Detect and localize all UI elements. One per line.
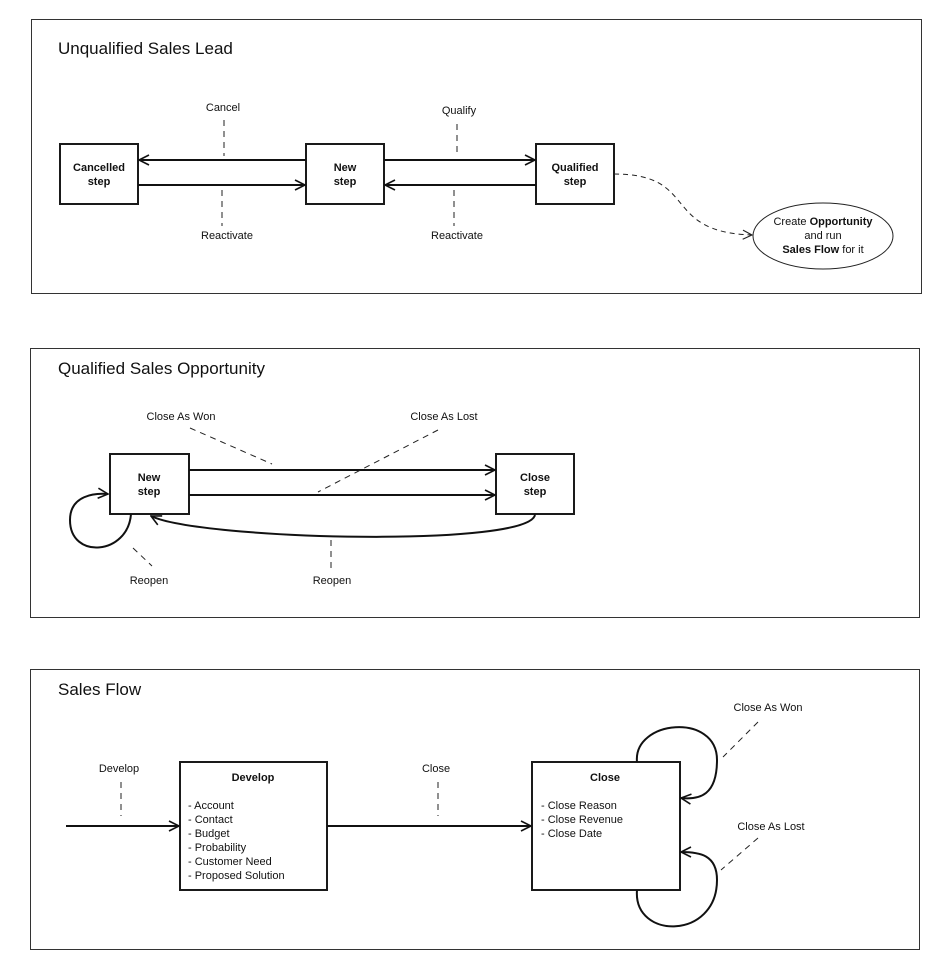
- panel-title: Sales Flow: [58, 680, 142, 699]
- cancelled-step-box: Cancelled step: [59, 143, 139, 205]
- field-list-item: - Close Reason: [541, 800, 617, 812]
- qualify-label: Qualify: [442, 105, 477, 117]
- note-line1-bold: Opportunity: [810, 216, 874, 228]
- create-opportunity-connector: [613, 173, 752, 235]
- develop-field-list: - Account - Contact - Budget - Probability -…: [188, 800, 285, 882]
- close-as-lost-label: Close As Lost: [410, 411, 477, 423]
- field-list-item: - Customer Need: [188, 856, 272, 868]
- close-as-lost-label: Close As Lost: [737, 821, 804, 833]
- cancelled-step-label-1: Cancelled: [73, 162, 125, 174]
- field-list-item: - Contact: [188, 814, 233, 826]
- cancelled-step-label-2: step: [88, 176, 111, 188]
- svg-text:Sales Flow for it: Sales Flow for it: [782, 244, 863, 256]
- develop-box-title: Develop: [232, 772, 275, 784]
- field-list-item: - Probability: [188, 842, 247, 854]
- close-as-won-leader: [722, 721, 759, 758]
- close-step-label-1: Close: [520, 472, 550, 484]
- reopen-back-arrow: [151, 513, 536, 538]
- field-list-item: - Proposed Solution: [188, 870, 285, 882]
- note-line2: and run: [804, 230, 841, 242]
- reopen-back-label: Reopen: [313, 575, 352, 587]
- panel-title: Qualified Sales Opportunity: [58, 359, 265, 378]
- reopen-self-loop: [68, 494, 132, 549]
- close-box-title: Close: [590, 772, 620, 784]
- field-list-item: - Budget: [188, 828, 230, 840]
- cancel-label: Cancel: [206, 102, 240, 114]
- new-step-box: New step: [305, 143, 385, 205]
- panel-title: Unqualified Sales Lead: [58, 39, 233, 58]
- develop-label: Develop: [99, 763, 139, 775]
- panel-sales-flow: Sales Flow Develop - Account - Contact - B…: [30, 669, 920, 950]
- develop-box: Develop - Account - Contact - Budget - Prob…: [179, 761, 328, 891]
- reopen-self-label: Reopen: [130, 575, 169, 587]
- close-box: Close - Close Reason- Close Revenue- Clo…: [531, 761, 681, 891]
- close-as-lost-leader: [317, 429, 439, 493]
- close-as-won-label: Close As Won: [147, 411, 216, 423]
- close-as-lost-leader: [720, 837, 759, 871]
- create-opportunity-note: Create Opportunity and run Sales Flow fo…: [752, 202, 894, 270]
- panel-qualified-sales-opportunity: Qualified Sales Opportunity New step Clo…: [30, 348, 920, 618]
- new-step-label-2: step: [334, 176, 357, 188]
- new-step-label-2: step: [138, 486, 161, 498]
- close-field-list: - Close Reason - Close Revenue - Close Dat…: [541, 800, 623, 840]
- panel-frame: [30, 669, 920, 950]
- qualified-step-box: Qualified step: [535, 143, 615, 205]
- field-list-item: - Close Date: [541, 828, 602, 840]
- panel-unqualified-sales-lead: Unqualified Sales Lead Cancelled step Ne…: [31, 19, 922, 294]
- close-as-lost-loop: [635, 852, 719, 928]
- note-line1-prefix: Create: [773, 216, 809, 228]
- new-step-label-1: New: [138, 472, 161, 484]
- close-as-won-loop: [635, 726, 719, 798]
- qualified-step-label-1: Qualified: [551, 162, 598, 174]
- reactivate-label-right: Reactivate: [431, 230, 483, 242]
- close-step-label-2: step: [524, 486, 547, 498]
- close-as-won-label: Close As Won: [734, 702, 803, 714]
- field-list-item: - Account: [188, 800, 234, 812]
- new-step-label-1: New: [334, 162, 357, 174]
- close-step-box: Close step: [495, 453, 575, 515]
- close-as-won-leader: [189, 427, 273, 465]
- note-line3-suffix: for it: [839, 244, 863, 256]
- close-label: Close: [422, 763, 450, 775]
- note-line3-bold: Sales Flow: [782, 244, 839, 256]
- reactivate-label-left: Reactivate: [201, 230, 253, 242]
- reopen-self-leader: [132, 547, 153, 567]
- field-list-item: - Close Revenue: [541, 814, 623, 826]
- svg-text:Create Opportunity: Create Opportunity: [773, 216, 873, 228]
- new-step-box: New step: [109, 453, 190, 515]
- qualified-step-label-2: step: [564, 176, 587, 188]
